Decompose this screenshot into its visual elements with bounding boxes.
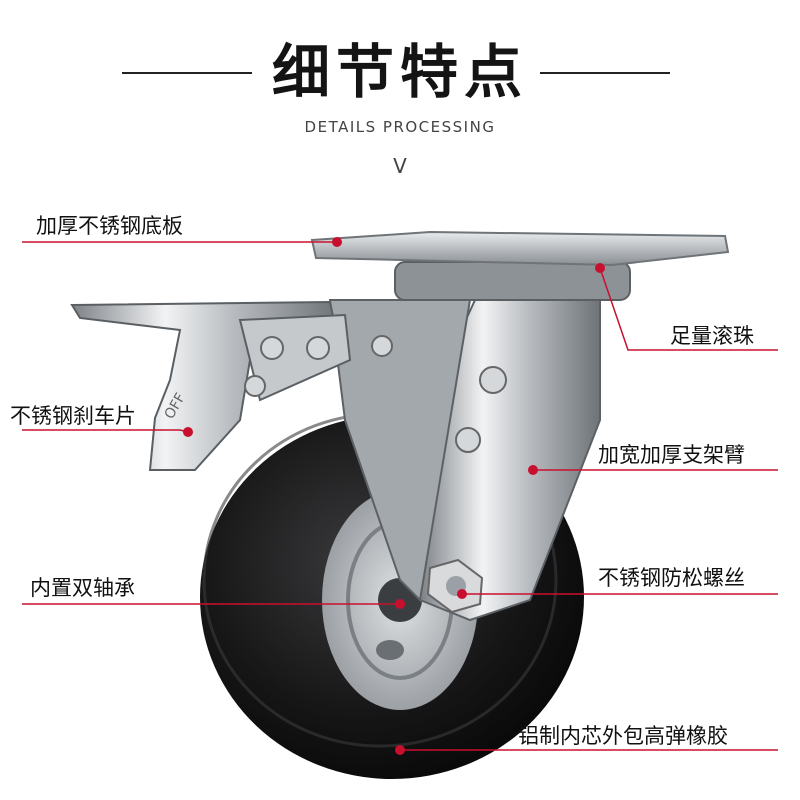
- top-plate: [310, 230, 730, 267]
- leader-lines: [22, 241, 778, 751]
- chevron-down-icon: V: [393, 154, 407, 178]
- brake-bracket: [238, 313, 352, 402]
- brake-bolt-3: [371, 335, 393, 357]
- swivel-race: [394, 261, 631, 301]
- callout-bearing: 内置双轴承: [30, 576, 135, 600]
- callout-brake: 不锈钢刹车片: [10, 404, 136, 428]
- callout-bolt: 不锈钢防松螺丝: [598, 566, 745, 590]
- title-right-rule: [540, 72, 670, 74]
- brake-bolt-1: [260, 336, 284, 360]
- header: 细节特点 DETAILS PROCESSING V: [0, 0, 800, 200]
- leader-dots: [183, 237, 605, 755]
- title-left-rule: [122, 72, 252, 74]
- callout-balls: 足量滚珠: [670, 324, 754, 348]
- arm-bolt-2: [455, 427, 481, 453]
- page-subtitle: DETAILS PROCESSING: [304, 118, 496, 136]
- arm-bolt-1: [479, 366, 507, 394]
- brake-bolt-4: [244, 375, 266, 397]
- hub-hole: [376, 640, 404, 660]
- page-title: 细节特点: [271, 38, 528, 106]
- callout-arm: 加宽加厚支架臂: [598, 443, 745, 467]
- callout-tire: 铝制内芯外包高弹橡胶: [518, 724, 728, 748]
- brake-bolt-2: [306, 336, 330, 360]
- callout-base-plate: 加厚不锈钢底板: [36, 214, 183, 238]
